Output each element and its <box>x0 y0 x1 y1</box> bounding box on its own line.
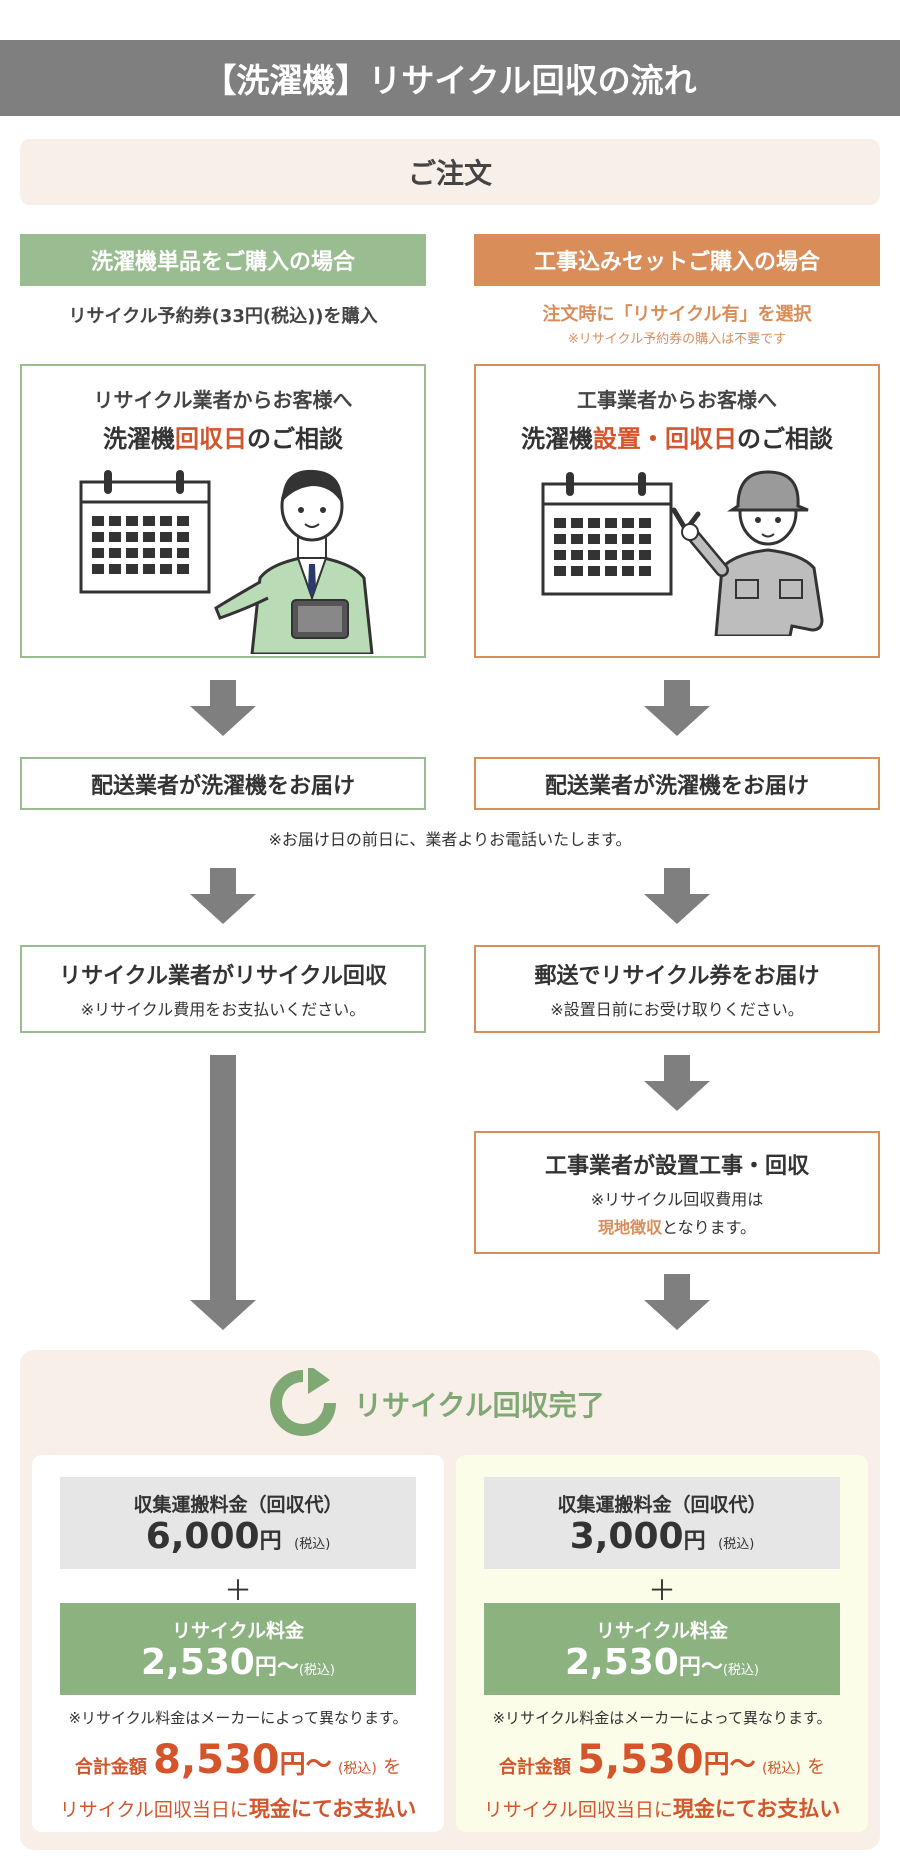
completion-title: リサイクル回収完了 <box>354 1389 605 1422</box>
right-consult-line1: 工事業者からお客様へ <box>577 388 777 412</box>
set-purchase-note: 注文時に「リサイクル有」を選択 <box>542 304 812 325</box>
tax-label: (税込) <box>722 1662 760 1678</box>
left-consult-post: のご相談 <box>247 425 343 453</box>
calendar-icon <box>79 470 211 594</box>
maker-price-note: ※リサイクル料金はメーカーによって異なります。 <box>492 1709 832 1727</box>
left-consult-line2: 洗濯機回収日のご相談 <box>22 419 424 454</box>
phone-call-note: ※お届け日の前日に、業者よりお電話いたします。 <box>268 830 632 849</box>
left-price-card: 収集運搬料金（回収代） 6,000円 (税込) ＋ リサイクル料金 2,530円… <box>32 1455 444 1832</box>
collect-fee-label: 収集運搬料金（回収代） <box>557 1493 767 1516</box>
payment-method: 現金にてお支払い <box>248 1797 417 1821</box>
order-heading: ご注文 <box>20 139 880 205</box>
collect-fee-label: 収集運搬料金（回収代） <box>133 1493 343 1516</box>
business-person-icon <box>214 469 374 654</box>
left-recycle-label: リサイクル業者がリサイクル回収 <box>59 964 387 989</box>
right-consult-pre: 洗濯機 <box>521 425 593 453</box>
right-recycle-fee-box: リサイクル料金 2,530円〜(税込) <box>484 1603 840 1695</box>
recycle-fee-number: 2,530 <box>564 1641 679 1683</box>
left-collect-fee-box: 収集運搬料金（回収代） 6,000円 (税込) <box>60 1477 416 1569</box>
recycle-fee-unit: 円〜 <box>678 1654 723 1680</box>
payment-method: 現金にてお支払い <box>672 1797 841 1821</box>
left-recycle-step: リサイクル業者がリサイクル回収 ※リサイクル費用をお支払いください。 <box>20 945 426 1033</box>
plus-icon: ＋ <box>647 1574 676 1607</box>
left-consult-card: リサイクル業者からお客様へ 洗濯機回収日のご相談 <box>20 364 426 658</box>
left-delivery-step: 配送業者が洗濯機をお届け <box>20 757 426 810</box>
total-label: 合計金額 <box>74 1757 147 1778</box>
calendar-icon <box>541 472 673 596</box>
right-consult-highlight: 設置・回収日 <box>593 425 737 453</box>
collect-fee-value: 3,000円 (税込) <box>569 1515 755 1557</box>
left-consult-pre: 洗濯機 <box>103 425 175 453</box>
down-arrow-icon <box>644 1055 710 1111</box>
right-consult-card: 工事業者からお客様へ 洗濯機設置・回収日のご相談 <box>474 364 880 658</box>
total-unit: 円〜 <box>279 1750 332 1780</box>
right-ticket-note: ※設置日前にお受け取りください。 <box>550 1000 804 1019</box>
tax-label: (税込) <box>718 1536 755 1552</box>
set-purchase-tag: 工事込みセットご購入の場合 <box>474 234 880 286</box>
maker-price-note: ※リサイクル料金はメーカーによって異なります。 <box>68 1709 408 1727</box>
collect-fee-value: 6,000円 (税込) <box>145 1515 331 1557</box>
total-suffix: を <box>807 1757 826 1778</box>
right-install-step: 工事業者が設置工事・回収 ※リサイクル回収費用は 現地徴収となります。 <box>474 1131 880 1254</box>
right-install-note1: ※リサイクル回収費用は <box>590 1189 764 1209</box>
set-purchase-subnote: ※リサイクル予約券の購入は不要です <box>567 332 787 347</box>
recycle-fee-number: 2,530 <box>140 1641 255 1683</box>
total-amount: 8,530 <box>153 1737 280 1783</box>
down-arrow-icon <box>190 868 256 924</box>
recycle-fee-value: 2,530円〜(税込) <box>564 1641 760 1683</box>
right-consult-post: のご相談 <box>737 425 833 453</box>
worker-icon <box>672 470 824 636</box>
total-unit: 円〜 <box>703 1750 756 1780</box>
right-install-label: 工事業者が設置工事・回収 <box>544 1153 809 1179</box>
single-purchase-note: リサイクル予約券(33円(税込))を購入 <box>68 306 378 327</box>
collect-fee-number: 3,000 <box>569 1515 684 1557</box>
total-label: 合計金額 <box>498 1757 571 1778</box>
right-consult-line2: 洗濯機設置・回収日のご相談 <box>476 419 878 454</box>
tax-label: (税込) <box>761 1761 801 1777</box>
right-install-note2: 現地徴収となります。 <box>598 1214 756 1238</box>
tax-label: (税込) <box>337 1761 377 1777</box>
right-collect-fee-box: 収集運搬料金（回収代） 3,000円 (税込) <box>484 1477 840 1569</box>
tax-label: (税込) <box>298 1662 336 1678</box>
payment-prefix: リサイクル回収当日に <box>59 1799 249 1821</box>
payment-prefix: リサイクル回収当日に <box>483 1799 673 1821</box>
left-total-line: 合計金額 8,530円〜 (税込) を <box>32 1737 444 1783</box>
down-arrow-icon <box>644 1274 710 1330</box>
down-arrow-icon <box>644 868 710 924</box>
long-down-arrow-icon <box>190 1055 256 1330</box>
single-purchase-tag: 洗濯機単品をご購入の場合 <box>20 234 426 286</box>
recycle-fee-value: 2,530円〜(税込) <box>140 1641 336 1683</box>
onsite-collection-highlight: 現地徴収 <box>598 1217 663 1237</box>
collect-fee-unit: 円 <box>259 1528 282 1554</box>
right-delivery-step: 配送業者が洗濯機をお届け <box>474 757 880 810</box>
total-amount: 5,530 <box>577 1737 704 1783</box>
tax-label: (税込) <box>294 1536 331 1552</box>
plus-icon: ＋ <box>223 1574 252 1607</box>
left-consult-highlight: 回収日 <box>175 425 247 453</box>
right-delivery-label: 配送業者が洗濯機をお届け <box>544 773 809 799</box>
recycle-fee-unit: 円〜 <box>254 1654 299 1680</box>
left-delivery-label: 配送業者が洗濯機をお届け <box>90 773 355 799</box>
down-arrow-icon <box>190 680 256 736</box>
left-recycle-note: ※リサイクル費用をお支払いください。 <box>80 1000 366 1019</box>
right-total-line: 合計金額 5,530円〜 (税込) を <box>456 1737 868 1783</box>
recycle-refresh-icon <box>270 1368 336 1436</box>
left-payment-note: リサイクル回収当日に現金にてお支払い <box>32 1793 444 1823</box>
total-suffix: を <box>383 1757 402 1778</box>
recycle-fee-label: リサイクル料金 <box>595 1619 729 1642</box>
left-recycle-fee-box: リサイクル料金 2,530円〜(税込) <box>60 1603 416 1695</box>
collect-fee-number: 6,000 <box>145 1515 260 1557</box>
collect-fee-unit: 円 <box>683 1528 706 1554</box>
right-payment-note: リサイクル回収当日に現金にてお支払い <box>456 1793 868 1823</box>
left-consult-line1: リサイクル業者からお客様へ <box>93 388 353 412</box>
right-ticket-step: 郵送でリサイクル券をお届け ※設置日前にお受け取りください。 <box>474 945 880 1033</box>
down-arrow-icon <box>644 680 710 736</box>
recycle-fee-label: リサイクル料金 <box>171 1619 305 1642</box>
right-install-note2-post: となります。 <box>662 1217 756 1237</box>
right-price-card: 収集運搬料金（回収代） 3,000円 (税込) ＋ リサイクル料金 2,530円… <box>456 1455 868 1832</box>
page-title: 【洗濯機】リサイクル回収の流れ <box>0 40 900 116</box>
right-ticket-label: 郵送でリサイクル券をお届け <box>534 964 820 989</box>
